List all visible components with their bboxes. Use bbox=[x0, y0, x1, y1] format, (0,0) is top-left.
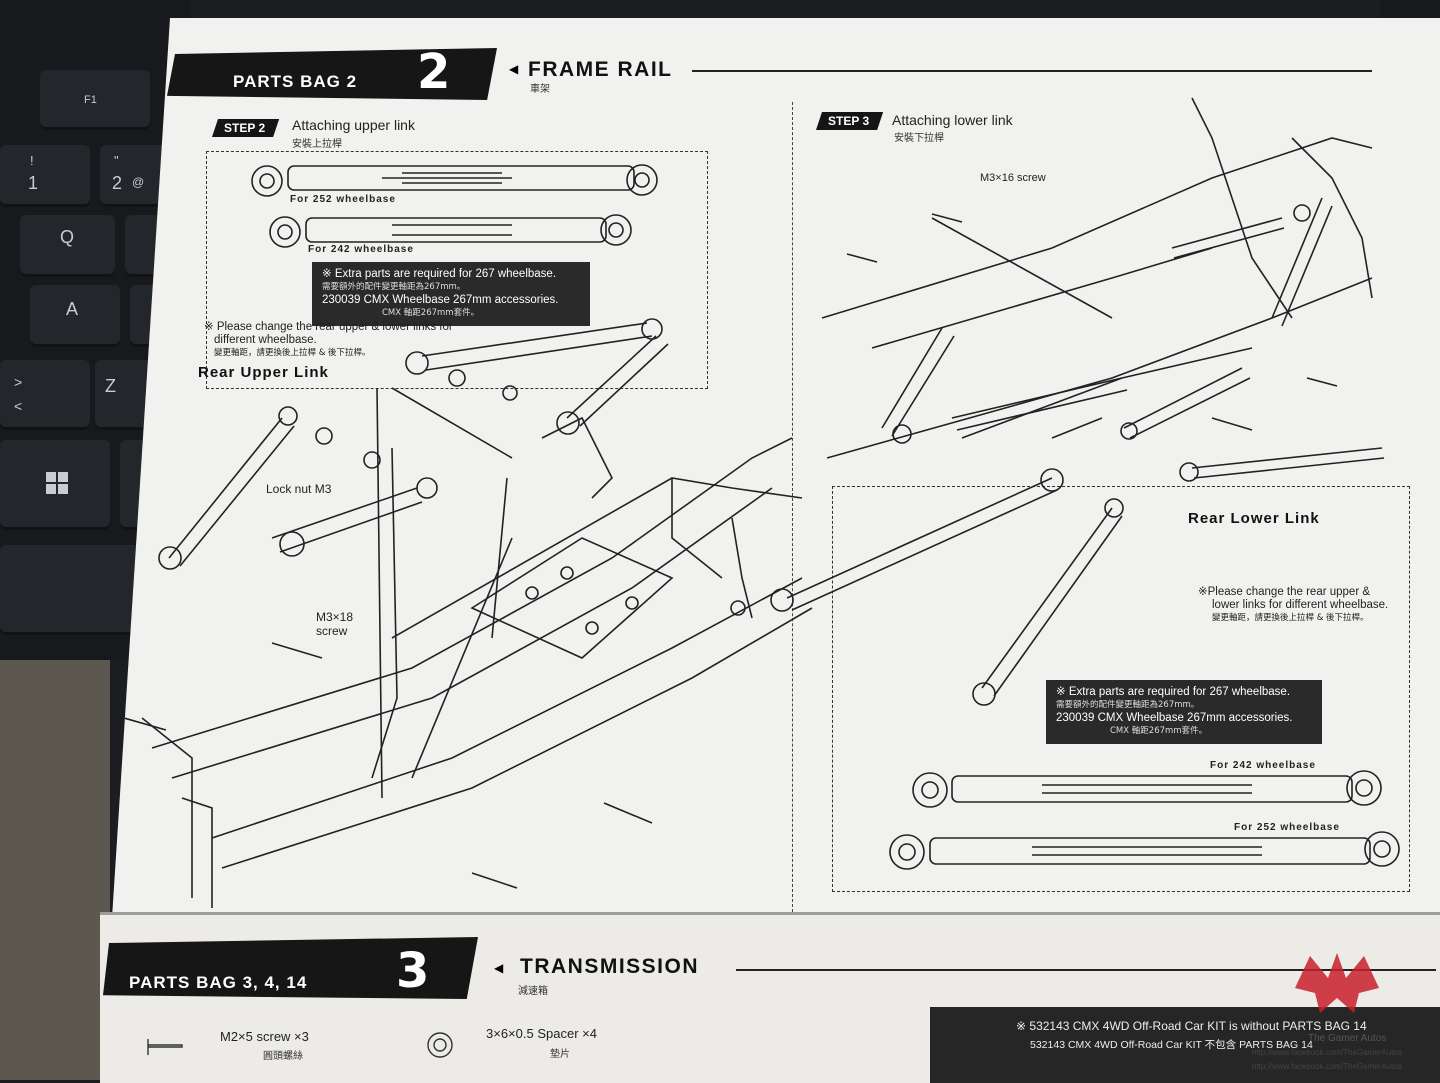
windows-icon bbox=[46, 472, 68, 494]
step2-title: Attaching upper link bbox=[292, 117, 415, 133]
screw-icon bbox=[147, 1039, 183, 1055]
part2-cn: 墊片 bbox=[550, 1049, 570, 1060]
parts-bag-banner: PARTS BAG 2 2 bbox=[167, 48, 497, 100]
watermark-url-2: http://www.facebook.com/TheGamerAutos bbox=[1252, 1062, 1402, 1071]
section-title: FRAME RAIL bbox=[528, 58, 673, 81]
part1-label: M2×5 screw ×3 bbox=[220, 1029, 309, 1044]
extra-parts-notice: ※ Extra parts are required for 267 wheel… bbox=[312, 262, 590, 326]
spacer-icon bbox=[427, 1032, 453, 1058]
rear-upper-link-box bbox=[206, 151, 708, 389]
section-title-cn: 車架 bbox=[530, 84, 550, 95]
manual-page-transmission: PARTS BAG 3, 4, 14 3 ◀ TRANSMISSION 減速箱 … bbox=[100, 912, 1440, 1083]
rear-lower-link-label: Rear Lower Link bbox=[1188, 510, 1320, 527]
key-q: Q bbox=[20, 215, 115, 277]
transmission-title-cn: 減速箱 bbox=[518, 986, 548, 997]
watermark-name: The Gamer Autos bbox=[1308, 1033, 1387, 1044]
pointer-icon-2: ◀ bbox=[494, 961, 504, 975]
step3-wb242-label: For 242 wheelbase bbox=[1210, 760, 1316, 771]
kit-notice: ※ 532143 CMX 4WD Off-Road Car KIT is wit… bbox=[930, 1007, 1440, 1083]
step3-title: Attaching lower link bbox=[892, 112, 1013, 128]
step2-badge: STEP 2 bbox=[212, 119, 279, 137]
part1-cn: 圓頭螺絲 bbox=[263, 1051, 303, 1062]
key-f1: F1 bbox=[40, 70, 150, 130]
step3-wb252-label: For 252 wheelbase bbox=[1234, 822, 1340, 833]
upper-link-252 bbox=[251, 164, 658, 197]
m3x16-screw-label: M3×16 screw bbox=[980, 172, 1046, 184]
key-windows bbox=[0, 440, 110, 530]
frame-rail-art bbox=[123, 387, 813, 908]
parts-icons bbox=[147, 1032, 453, 1058]
header-rule-2 bbox=[736, 969, 1436, 971]
transmission-title: TRANSMISSION bbox=[520, 955, 700, 978]
lower-link-252 bbox=[889, 831, 1400, 870]
step3-title-cn: 安裝下拉桿 bbox=[894, 133, 944, 144]
rear-upper-link-art bbox=[405, 318, 669, 435]
rear-lower-link-box bbox=[832, 486, 1410, 892]
upper-link-242 bbox=[269, 214, 632, 248]
step3-extra-parts-notice: ※ Extra parts are required for 267 wheel… bbox=[1046, 680, 1322, 744]
rear-upper-link-label: Rear Upper Link bbox=[198, 364, 329, 381]
pointer-icon: ◀ bbox=[509, 62, 519, 76]
screw-size-label: M3×18 bbox=[316, 610, 354, 624]
watermark-logo bbox=[1290, 948, 1385, 1018]
key-1: !1 bbox=[0, 145, 90, 207]
key-a: A bbox=[30, 285, 120, 347]
wb252-label: For 252 wheelbase bbox=[290, 194, 396, 205]
part2-label: 3×6×0.5 Spacer ×4 bbox=[486, 1026, 597, 1041]
header-rule bbox=[692, 70, 1372, 72]
wheelbase-note: ※ Please change the rear upper & lower l… bbox=[204, 321, 453, 358]
key-lt: >< bbox=[0, 360, 90, 430]
desk-surface bbox=[0, 660, 110, 1080]
step3-chassis-art bbox=[770, 97, 1385, 706]
watermark-url-1: http://www.facebook.com/TheGamerAutos bbox=[1252, 1048, 1402, 1057]
screw-label: screw bbox=[316, 624, 348, 638]
parts-bag-banner-2: PARTS BAG 3, 4, 14 3 bbox=[103, 937, 478, 999]
step3-badge: STEP 3 bbox=[816, 112, 883, 130]
step2-title-cn: 安裝上拉桿 bbox=[292, 139, 342, 150]
left-upper-links bbox=[158, 406, 438, 570]
lock-nut-label: Lock nut M3 bbox=[266, 482, 332, 496]
step-divider bbox=[792, 102, 793, 912]
lower-link-242 bbox=[912, 770, 1382, 808]
wb242-label: For 242 wheelbase bbox=[308, 244, 414, 255]
step3-wheelbase-note: ※Please change the rear upper & lower li… bbox=[1198, 586, 1389, 623]
manual-page-frame-rail: PARTS BAG 2 2 ◀ FRAME RAIL 車架 STEP 2 Att… bbox=[112, 18, 1440, 918]
assembly-illustration bbox=[123, 97, 1400, 908]
